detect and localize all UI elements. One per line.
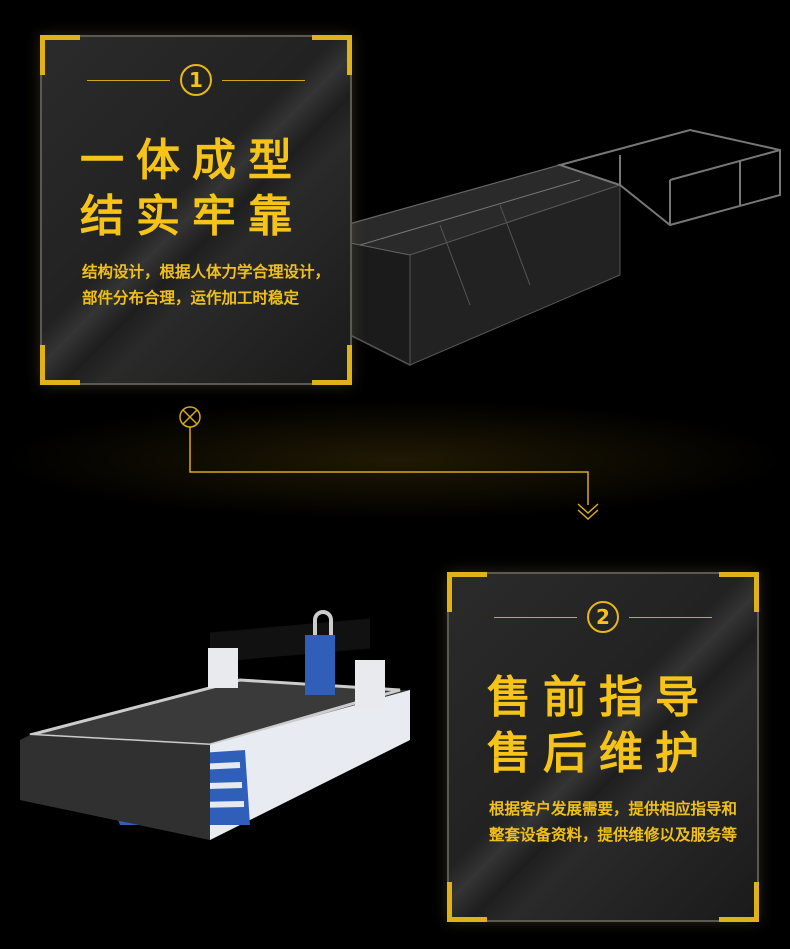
divider-line (629, 616, 712, 618)
corner-bracket (40, 345, 80, 385)
background-glow (0, 400, 790, 520)
feature-description: 根据客户发展需要，提供相应指导和整套设备资料，提供维修以及服务等 (489, 800, 738, 844)
title-line-2: 售后维护 (487, 728, 711, 779)
corner-bracket (40, 35, 80, 75)
feature-card-1: 1 一体成型 结实牢靠 结构设计，根据人体力学合理设计，部件分布合理，运作加工时… (40, 35, 352, 385)
corner-bracket (719, 572, 759, 612)
feature-card-2: 2 售前指导 售后维护 根据客户发展需要，提供相应指导和整套设备资料，提供维修以… (447, 572, 759, 922)
title-line-1: 一体成型 (80, 135, 304, 186)
machine-frame-image (309, 128, 781, 366)
divider-line (222, 79, 305, 81)
divider-line (494, 616, 577, 618)
number-header: 1 (87, 63, 305, 97)
corner-bracket (312, 345, 352, 385)
feature-title: 一体成型 结实牢靠 (80, 133, 304, 245)
flow-connector (179, 406, 599, 521)
number-badge: 2 (587, 601, 619, 633)
divider-line (87, 79, 170, 81)
feature-description: 结构设计，根据人体力学合理设计，部件分布合理，运作加工时稳定 (82, 263, 331, 307)
number-header: 2 (494, 600, 712, 634)
laser-cutter-image (20, 610, 410, 840)
corner-bracket (719, 882, 759, 922)
corner-bracket (447, 882, 487, 922)
title-line-1: 售前指导 (487, 672, 711, 723)
feature-title: 售前指导 售后维护 (487, 670, 711, 782)
cross-circle-icon (179, 406, 201, 428)
number-badge: 1 (180, 64, 212, 96)
corner-bracket (447, 572, 487, 612)
title-line-2: 结实牢靠 (80, 191, 304, 242)
corner-bracket (312, 35, 352, 75)
chevron-down-icon (577, 503, 599, 521)
